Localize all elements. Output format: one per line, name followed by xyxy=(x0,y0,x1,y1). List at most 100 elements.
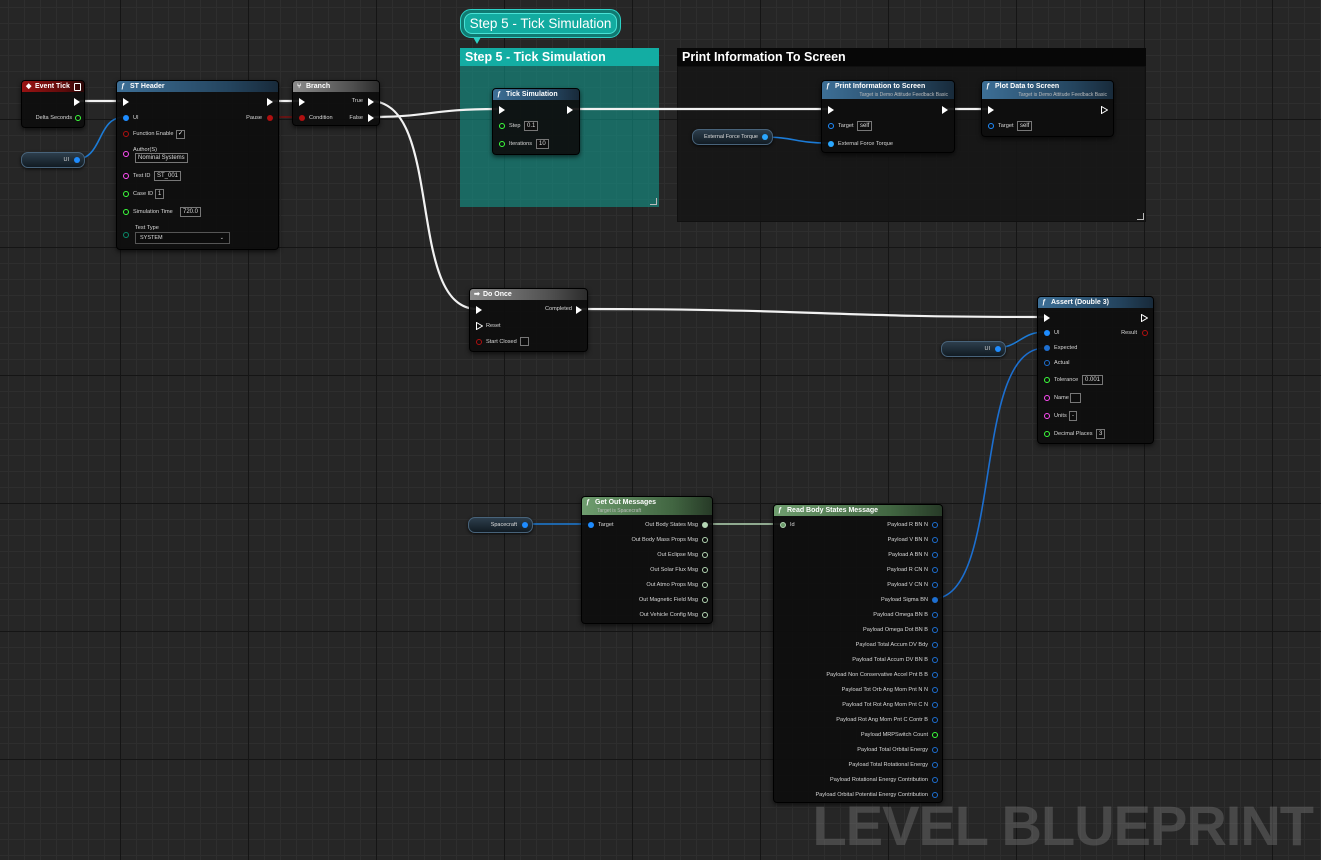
test-type-pin[interactable] xyxy=(123,232,129,238)
output-pin[interactable] xyxy=(932,522,938,528)
output-pin[interactable] xyxy=(702,567,708,573)
case-id-field[interactable]: 1 xyxy=(155,189,165,199)
delegate-pin-icon[interactable] xyxy=(74,83,81,91)
expected-pin[interactable] xyxy=(1044,345,1050,351)
print-information-node[interactable]: ƒ Print Information to Screen Target is … xyxy=(821,80,955,153)
ui-variable[interactable]: UI xyxy=(941,341,1006,357)
exec-in-pin[interactable] xyxy=(988,106,994,114)
output-pin[interactable] xyxy=(932,567,938,573)
name-pin[interactable] xyxy=(1044,395,1050,401)
reset-exec-pin[interactable] xyxy=(476,322,483,330)
ui-pin[interactable] xyxy=(123,115,129,121)
external-force-torque-variable[interactable]: External Force Torque xyxy=(692,129,773,145)
exec-out-pin[interactable] xyxy=(1101,106,1108,114)
actual-pin[interactable] xyxy=(1044,360,1050,366)
branch-node[interactable]: ⑂ Branch True Condition False xyxy=(292,80,380,126)
output-pin[interactable] xyxy=(702,612,708,618)
output-pin[interactable] xyxy=(702,597,708,603)
case-id-pin[interactable] xyxy=(123,191,129,197)
start-closed-pin[interactable] xyxy=(476,339,482,345)
exec-out-pin[interactable] xyxy=(567,106,573,114)
output-pin[interactable] xyxy=(702,552,708,558)
output-pin[interactable] xyxy=(932,702,938,708)
id-pin[interactable] xyxy=(780,522,786,528)
decimal-places-pin[interactable] xyxy=(1044,431,1050,437)
target-pin[interactable] xyxy=(988,123,994,129)
output-pin[interactable] xyxy=(932,777,938,783)
units-field[interactable]: - xyxy=(1069,411,1077,421)
spacecraft-variable[interactable]: Spacecraft xyxy=(468,517,533,533)
tolerance-pin[interactable] xyxy=(1044,377,1050,383)
true-exec-pin[interactable] xyxy=(368,98,374,106)
tick-simulation-comment-bubble[interactable]: Step 5 - Tick Simulation xyxy=(460,9,621,44)
pause-pin[interactable] xyxy=(267,115,273,121)
name-field[interactable] xyxy=(1070,393,1081,403)
exec-in-pin[interactable] xyxy=(828,106,834,114)
condition-pin[interactable] xyxy=(299,115,305,121)
units-pin[interactable] xyxy=(1044,413,1050,419)
st-header-node[interactable]: ƒ ST Header UI Pause Function Enable ✓ A… xyxy=(116,80,279,250)
test-id-pin[interactable] xyxy=(123,173,129,179)
simulation-time-pin[interactable] xyxy=(123,209,129,215)
completed-exec-pin[interactable] xyxy=(576,306,582,314)
output-pin[interactable] xyxy=(932,537,938,543)
exec-in-pin[interactable] xyxy=(299,98,305,106)
ui-out-pin[interactable] xyxy=(74,157,80,163)
output-pin[interactable] xyxy=(932,582,938,588)
spacecraft-out-pin[interactable] xyxy=(522,522,528,528)
output-pin[interactable] xyxy=(932,612,938,618)
exec-out-pin[interactable] xyxy=(1141,314,1148,322)
output-pin[interactable] xyxy=(932,687,938,693)
plot-data-node[interactable]: ƒ Plot Data to Screen Target is Demo Att… xyxy=(981,80,1114,137)
authors-pin[interactable] xyxy=(123,151,129,157)
iterations-pin[interactable] xyxy=(499,141,505,147)
output-pin[interactable] xyxy=(702,582,708,588)
exec-out-pin[interactable] xyxy=(267,98,273,106)
exec-out-pin[interactable] xyxy=(74,98,80,106)
step-field[interactable]: 0.1 xyxy=(524,121,539,131)
decimal-places-field[interactable]: 3 xyxy=(1096,429,1106,439)
event-tick-node[interactable]: ◆ Event Tick Delta Seconds xyxy=(21,80,85,128)
exec-in-pin[interactable] xyxy=(499,106,505,114)
iterations-field[interactable]: 10 xyxy=(536,139,549,149)
exec-out-pin[interactable] xyxy=(942,106,948,114)
output-pin[interactable] xyxy=(932,792,938,798)
target-pin[interactable] xyxy=(828,123,834,129)
step-pin[interactable] xyxy=(499,123,505,129)
delta-seconds-pin[interactable] xyxy=(75,115,81,121)
comment-resize-handle[interactable] xyxy=(650,198,657,205)
ui-out-pin[interactable] xyxy=(995,346,1001,352)
authors-field[interactable]: Nominal Systems xyxy=(135,153,188,163)
ui-variable[interactable]: UI xyxy=(21,152,85,168)
target-pin[interactable] xyxy=(588,522,594,528)
target-field[interactable]: self xyxy=(857,121,873,131)
do-once-node[interactable]: ➡ Do Once Completed Reset Start Closed xyxy=(469,288,588,352)
external-force-out-pin[interactable] xyxy=(762,134,768,140)
tolerance-field[interactable]: 0.001 xyxy=(1082,375,1104,385)
output-pin[interactable] xyxy=(702,537,708,543)
read-body-states-node[interactable]: ƒ Read Body States Message Id Payload R … xyxy=(773,504,943,803)
external-force-pin[interactable] xyxy=(828,141,834,147)
test-type-dropdown[interactable]: SYSTEM ⌄ xyxy=(135,232,230,244)
target-field[interactable]: self xyxy=(1017,121,1033,131)
output-pin[interactable] xyxy=(932,672,938,678)
output-pin[interactable] xyxy=(932,597,938,603)
exec-in-pin[interactable] xyxy=(123,98,129,106)
assert-double3-node[interactable]: ƒ Assert (Double 3) UI Result Expected A… xyxy=(1037,296,1154,444)
function-enable-checkbox[interactable]: ✓ xyxy=(176,130,185,139)
tick-simulation-node[interactable]: ƒ Tick Simulation Step 0.1 Iterations 10 xyxy=(492,88,580,155)
exec-in-pin[interactable] xyxy=(1044,314,1050,322)
comment-resize-handle[interactable] xyxy=(1137,213,1144,220)
test-id-field[interactable]: ST_001 xyxy=(154,171,182,181)
output-pin[interactable] xyxy=(932,627,938,633)
output-pin[interactable] xyxy=(932,717,938,723)
output-pin[interactable] xyxy=(932,732,938,738)
output-pin[interactable] xyxy=(702,522,708,528)
simulation-time-field[interactable]: 720.0 xyxy=(180,207,202,217)
result-pin[interactable] xyxy=(1142,330,1148,336)
output-pin[interactable] xyxy=(932,657,938,663)
exec-in-pin[interactable] xyxy=(476,306,482,314)
output-pin[interactable] xyxy=(932,642,938,648)
function-enable-pin[interactable] xyxy=(123,131,129,137)
start-closed-checkbox[interactable] xyxy=(520,337,529,346)
